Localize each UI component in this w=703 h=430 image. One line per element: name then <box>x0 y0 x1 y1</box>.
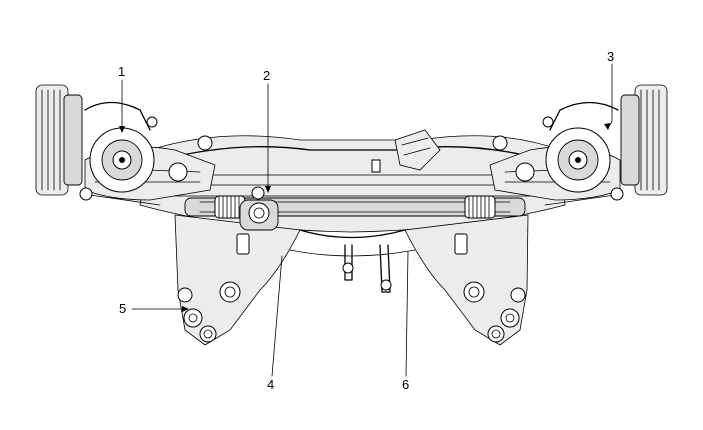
callout-3: 3 <box>607 49 615 64</box>
steering-gear-housing <box>236 186 279 255</box>
subframe-lower <box>174 214 529 346</box>
left-hub-assembly <box>35 84 158 201</box>
callout-2: 2 <box>263 68 271 83</box>
callout-5: 5 <box>119 301 127 316</box>
callout-6: 6 <box>402 377 410 392</box>
callout-4: 4 <box>267 377 275 392</box>
callout-1: 1 <box>118 64 126 79</box>
right-hub-assembly <box>542 84 668 201</box>
right-module <box>371 129 468 255</box>
leader-lines <box>119 63 613 377</box>
